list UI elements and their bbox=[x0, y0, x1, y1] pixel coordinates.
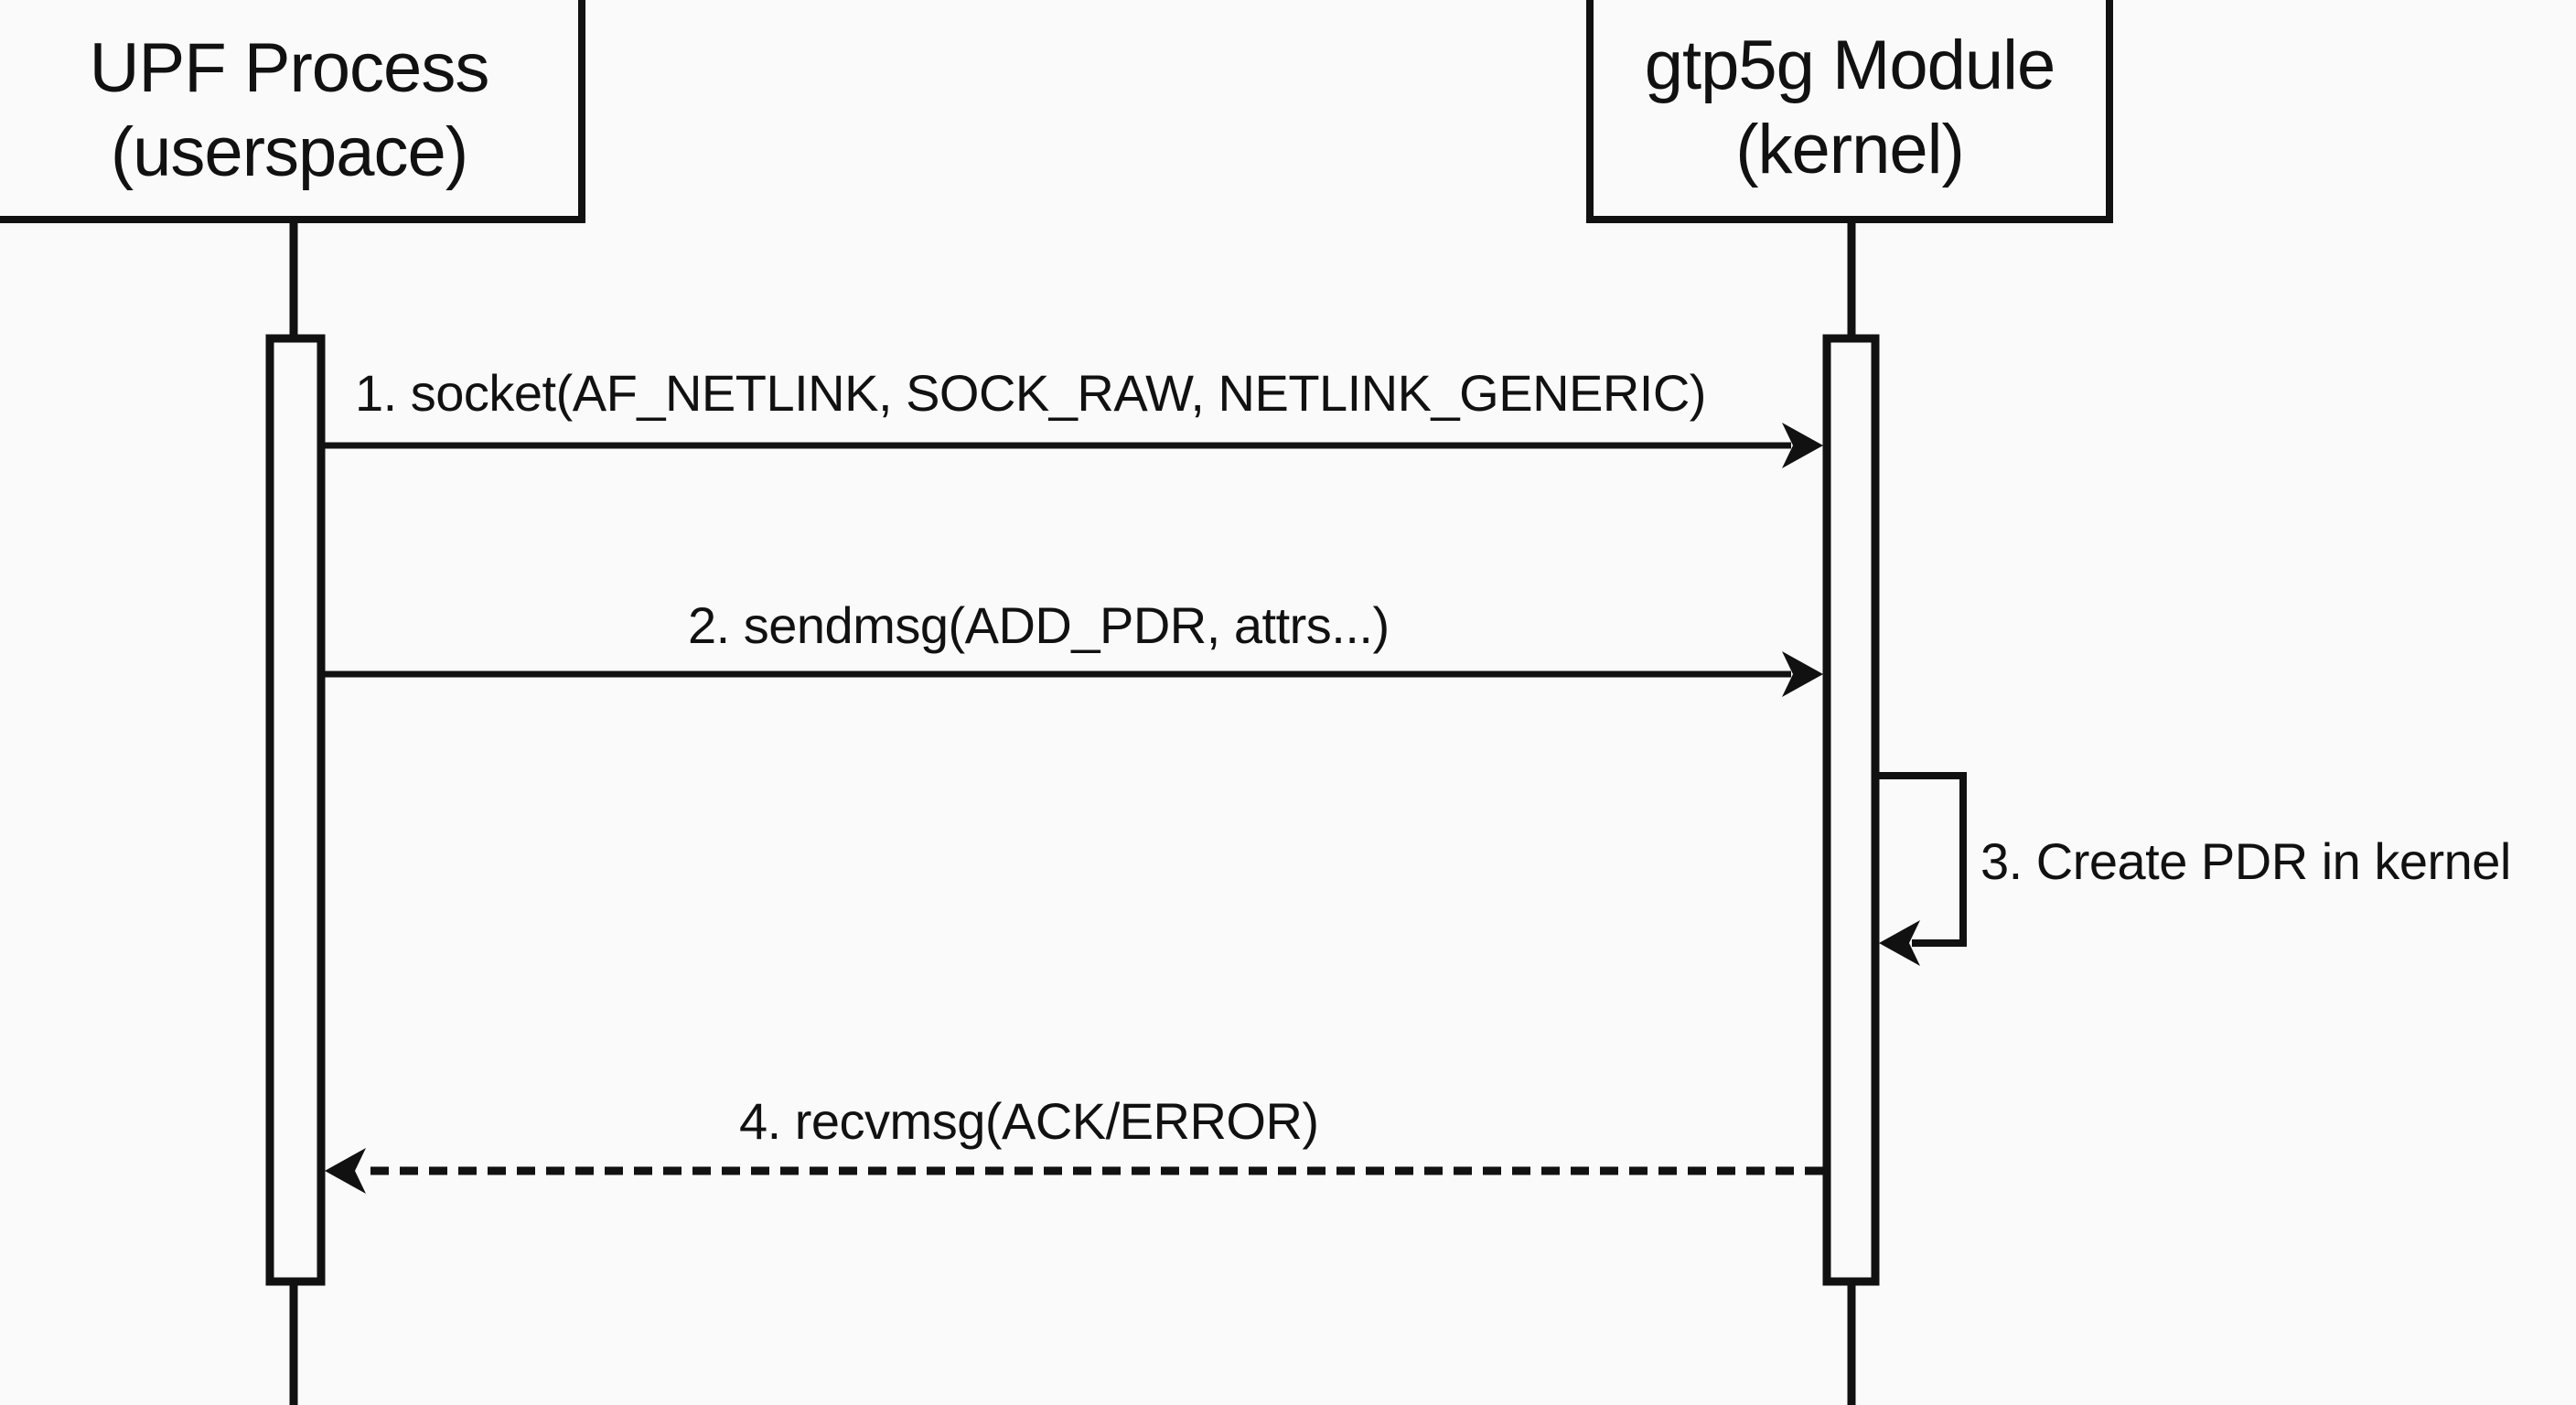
participant-subtitle: (kernel) bbox=[1735, 111, 1965, 188]
message-1-label: 1. socket(AF_NETLINK, SOCK_RAW, NETLINK_… bbox=[355, 364, 1706, 422]
arrowhead-icon bbox=[325, 1148, 366, 1194]
message-3-label: 3. Create PDR in kernel bbox=[1980, 832, 2511, 890]
participant-title: gtp5g Module bbox=[1644, 27, 2056, 104]
message-1-arrow bbox=[325, 423, 1823, 468]
participant-upf-process: UPF Process (userspace) bbox=[0, 0, 585, 223]
message-4-label: 4. recvmsg(ACK/ERROR) bbox=[739, 1092, 1319, 1150]
message-2-arrow bbox=[325, 651, 1823, 697]
participant-gtp5g-module: gtp5g Module (kernel) bbox=[1586, 0, 2113, 223]
message-2-label: 2. sendmsg(ADD_PDR, attrs...) bbox=[688, 596, 1390, 654]
message-4-return-arrow bbox=[325, 1148, 1823, 1194]
message-3-self-arrow bbox=[1879, 772, 1967, 966]
activation-bar-gtp5g bbox=[1822, 334, 1880, 1286]
participant-subtitle: (userspace) bbox=[110, 113, 468, 191]
arrowhead-icon bbox=[1782, 651, 1823, 697]
activation-bar-upf bbox=[265, 334, 326, 1286]
arrowhead-icon bbox=[1879, 920, 1920, 966]
participant-title: UPF Process bbox=[89, 29, 490, 107]
arrowhead-icon bbox=[1782, 423, 1823, 468]
